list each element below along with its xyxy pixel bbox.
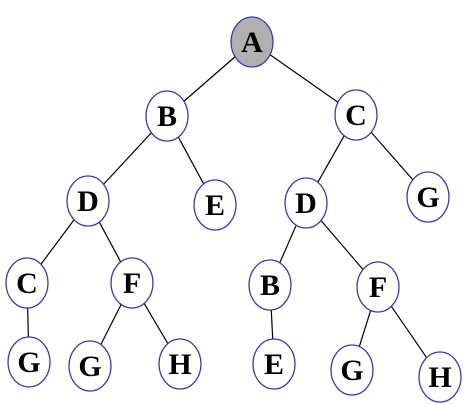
node-ellipse <box>406 171 450 223</box>
node-label: H <box>168 348 191 381</box>
node-label: G <box>340 354 363 387</box>
tree-node-n15: E <box>252 338 296 390</box>
node-ellipse <box>284 177 328 229</box>
tree-node-n13: G <box>68 340 112 392</box>
node-ellipse <box>248 259 292 311</box>
node-ellipse <box>330 344 374 396</box>
edge-n1-n3 <box>269 54 339 103</box>
node-ellipse <box>158 338 202 390</box>
tree-node-n5: E <box>193 179 237 231</box>
node-label: D <box>77 185 99 218</box>
edge-n6-n11 <box>320 220 364 270</box>
node-label: G <box>78 350 101 383</box>
tree-node-n8: C <box>5 257 49 309</box>
tree-node-n16: G <box>330 344 374 396</box>
node-ellipse <box>5 257 49 309</box>
tree-node-n10: B <box>248 259 292 311</box>
node-label: G <box>416 181 439 214</box>
node-ellipse <box>334 89 378 141</box>
node-ellipse <box>145 90 189 142</box>
node-ellipse <box>193 179 237 231</box>
node-label: F <box>369 271 387 304</box>
tree-node-n1: A <box>230 16 274 68</box>
node-label: E <box>264 348 284 381</box>
node-label: B <box>157 100 177 133</box>
tree-node-n3: C <box>334 89 378 141</box>
node-ellipse <box>230 16 274 68</box>
edge-n10-n15 <box>270 309 274 340</box>
tree-node-n6: D <box>284 177 328 229</box>
tree-node-n17: H <box>418 351 462 403</box>
edge-n8-n12 <box>27 307 29 338</box>
tree-node-n12: G <box>7 336 51 388</box>
edge-n4-n9 <box>98 221 122 263</box>
edge-n11-n17 <box>390 305 428 359</box>
edge-n9-n14 <box>143 303 169 344</box>
node-ellipse <box>252 338 296 390</box>
tree-node-n2: B <box>145 90 189 142</box>
edge-n11-n16 <box>358 310 372 347</box>
node-ellipse <box>356 261 400 313</box>
node-ellipse <box>7 336 51 388</box>
node-label: G <box>17 346 40 379</box>
edge-n3-n7 <box>370 131 414 181</box>
tree-node-n4: D <box>66 175 110 227</box>
node-ellipse <box>418 351 462 403</box>
edge-n2-n5 <box>177 136 205 185</box>
edges-layer <box>27 54 428 359</box>
edge-n6-n10 <box>279 224 297 264</box>
node-label: E <box>205 189 225 222</box>
node-label: H <box>428 361 451 394</box>
node-ellipse <box>68 340 112 392</box>
tree-node-n11: F <box>356 261 400 313</box>
node-label: D <box>295 187 317 220</box>
edge-n4-n8 <box>40 219 75 265</box>
tree-node-n14: H <box>158 338 202 390</box>
node-ellipse <box>66 175 110 227</box>
node-label: C <box>16 267 38 300</box>
node-label: A <box>241 26 263 59</box>
node-label: B <box>260 269 280 302</box>
edge-n3-n6 <box>317 135 345 183</box>
node-ellipse <box>110 257 154 309</box>
edge-n9-n13 <box>100 304 122 345</box>
tree-node-n7: G <box>406 171 450 223</box>
nodes-layer: A B C D E D G C F B F G G H E G H <box>5 16 462 403</box>
node-label: F <box>123 267 141 300</box>
tree-node-n9: F <box>110 257 154 309</box>
edge-n2-n4 <box>103 132 152 185</box>
node-label: C <box>345 99 367 132</box>
edge-n1-n2 <box>183 56 236 102</box>
